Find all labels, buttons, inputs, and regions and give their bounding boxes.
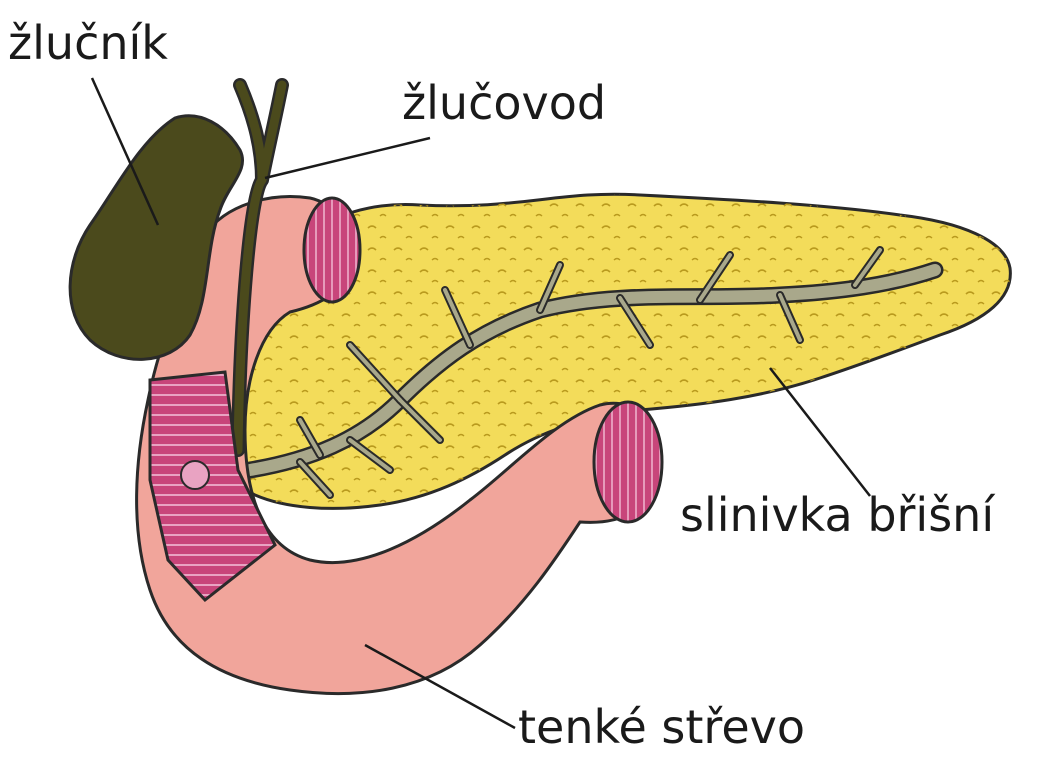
label-small-intestine: tenké střevo: [518, 704, 805, 750]
leader-bile-duct: [265, 138, 430, 178]
label-pancreas: slinivka břišní: [680, 492, 994, 538]
papilla: [181, 461, 209, 489]
intestine-opening-top: [304, 198, 360, 302]
label-bile-duct: žlučovod: [402, 80, 606, 126]
intestine-opening-right: [594, 402, 662, 522]
leader-pancreas: [770, 368, 870, 496]
label-gallbladder: žlučník: [8, 20, 168, 66]
